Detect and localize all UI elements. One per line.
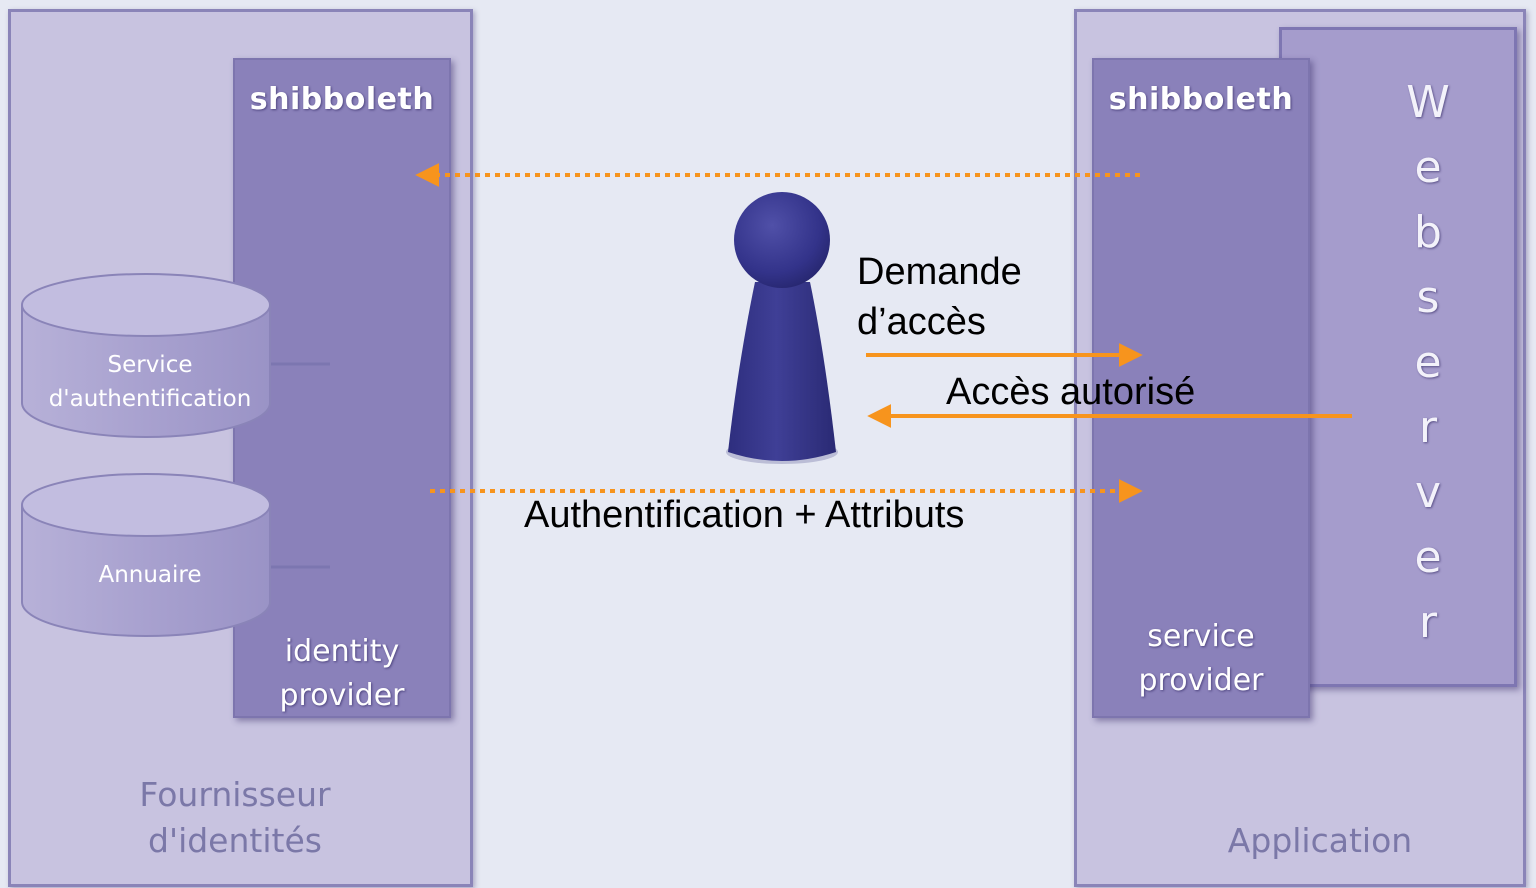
request-label: Demande d’accès: [857, 251, 1022, 343]
identity-provider-label: identity provider: [279, 634, 405, 713]
database-annuaire: [21, 473, 271, 637]
shibboleth-label-sp: shibboleth: [1108, 82, 1294, 117]
user-icon: [726, 192, 838, 464]
shibboleth-label-idp: shibboleth: [249, 82, 435, 117]
auth-service-label: Service d'authentification: [48, 352, 252, 412]
identity-panel-label: Fournisseur d'identités: [139, 775, 331, 860]
webserver-label: W e b s e r v e r: [1406, 77, 1450, 648]
service-provider-column: shibboleth service provider: [1092, 58, 1310, 718]
application-panel-label: Application: [1227, 821, 1413, 860]
webserver-box: W e b s e r v e r: [1279, 27, 1517, 687]
database-auth-service: [21, 273, 271, 438]
granted-label: Accès autorisé: [946, 371, 1196, 413]
auth-label: Authentification + Attributs: [524, 494, 965, 536]
annuaire-label: Annuaire: [98, 562, 202, 588]
service-provider-label: service provider: [1138, 619, 1264, 698]
